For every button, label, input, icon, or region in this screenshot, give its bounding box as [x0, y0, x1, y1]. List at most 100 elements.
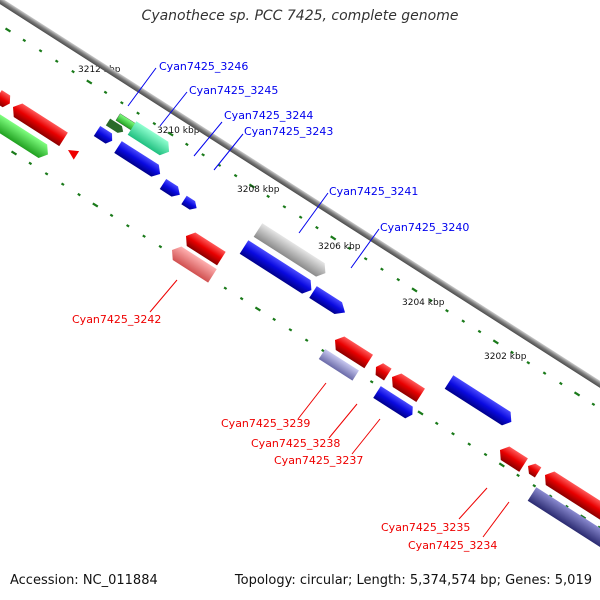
gene-arrow-left-c[interactable] [65, 146, 80, 160]
scale-tick [498, 462, 505, 468]
kbp-label-3202: 3202 kbp [484, 352, 527, 362]
gene-arrow-3239[interactable] [331, 333, 374, 369]
scale-tick [363, 257, 368, 261]
scale-tick [126, 224, 130, 228]
gene-arrow-3234[interactable] [541, 468, 600, 525]
scale-tick [330, 235, 337, 241]
gene-arrow-3240[interactable] [239, 240, 316, 297]
scale-tick [315, 225, 319, 230]
scale-tick [304, 338, 309, 342]
leader-lines-reverse [149, 279, 510, 538]
gene-arrow-3234-navy[interactable] [527, 487, 600, 550]
scale-tick [71, 69, 75, 74]
gene-label-3241[interactable]: Cyan7425_3241 [329, 185, 418, 198]
scale-tick [109, 213, 114, 218]
gene-arrow-3245[interactable] [127, 121, 174, 158]
scale-tick [92, 202, 99, 208]
gene-label-3238[interactable]: Cyan7425_3238 [251, 437, 340, 450]
scale-tick [526, 360, 531, 365]
gene-label-3246[interactable]: Cyan7425_3246 [159, 60, 248, 73]
scale-tick [417, 410, 424, 416]
scale-tick [477, 329, 482, 334]
scale-tick [44, 172, 49, 176]
scale-tick [445, 308, 449, 313]
gene-arrow-3242-b[interactable] [168, 243, 217, 283]
scale-tick [396, 277, 401, 282]
scale-tick [451, 431, 455, 436]
gene-arrow-3241[interactable] [253, 223, 330, 280]
scale-tick [347, 246, 352, 251]
scale-tick [597, 525, 600, 530]
scale-tick [54, 59, 59, 63]
gene-arrow-3235-b[interactable] [525, 461, 542, 478]
accession-text: Accession: NC_011884 [10, 573, 158, 588]
scale-tick [411, 287, 418, 293]
scale-tick [591, 402, 596, 407]
gene-arrow-3240-b[interactable] [309, 286, 349, 318]
scale-tick [185, 142, 189, 147]
scale-tick [298, 215, 303, 219]
gene-arrow-3244-small[interactable] [105, 118, 125, 135]
gene-arrow-3238[interactable] [388, 370, 425, 403]
scale-tick [321, 348, 325, 353]
kbp-label-3208: 3208 kbp [237, 185, 280, 195]
scale-tick [136, 111, 140, 115]
scale-tick [103, 90, 108, 95]
scale-tick [565, 504, 569, 509]
scale-tick [510, 350, 514, 355]
gene-arrow-left-a[interactable] [0, 90, 14, 109]
gene-label-3235[interactable]: Cyan7425_3235 [381, 521, 470, 534]
scale-tick [201, 153, 205, 157]
gene-arrow-3242[interactable] [182, 229, 226, 266]
gene-arrow-3238-small[interactable] [372, 361, 392, 381]
scale-tick [223, 286, 228, 290]
gene-arrow-3243[interactable] [114, 141, 164, 180]
scale-tick [158, 244, 163, 249]
scale-tick [22, 38, 27, 43]
gene-arrow-left-green[interactable] [0, 113, 52, 161]
genome-summary-text: Topology: circular; Length: 5,374,574 bp… [234, 573, 592, 588]
gene-label-3242[interactable]: Cyan7425_3242 [72, 313, 161, 326]
leader-lines-forward [127, 67, 380, 269]
kbp-label-3212: 3212 kbp [78, 65, 121, 75]
scale-tick [492, 339, 499, 345]
kbp-label-3210: 3210 kbp [157, 126, 200, 136]
gene-label-3243[interactable]: Cyan7425_3243 [244, 125, 333, 138]
gene-label-3245[interactable]: Cyan7425_3245 [189, 84, 278, 97]
kbp-label-3206: 3206 kbp [318, 242, 361, 252]
gene-arrow-3237[interactable] [373, 386, 416, 420]
gene-arrow-left-b[interactable] [9, 100, 68, 147]
gene-label-3240[interactable]: Cyan7425_3240 [380, 221, 469, 234]
scale-tick-row-upper [4, 27, 596, 407]
scale-tick [559, 381, 563, 386]
scale-tick [86, 79, 93, 85]
scale-tick [428, 298, 433, 303]
gene-arrow-3241-small[interactable] [181, 195, 199, 213]
scale-tick [248, 183, 255, 189]
scale-tick [434, 421, 439, 426]
gene-label-3244[interactable]: Cyan7425_3244 [224, 109, 313, 122]
map-title: Cyanothece sp. PCC 7425, complete genome [141, 8, 459, 24]
scale-tick [288, 328, 293, 332]
scale-tick [461, 319, 466, 323]
scale-tick [120, 101, 124, 105]
scale-tick [369, 380, 374, 384]
scale-tick [77, 192, 81, 197]
scale-tick [579, 514, 587, 520]
scale-tick [266, 194, 270, 199]
gene-arrow-3236[interactable] [444, 375, 516, 428]
gene-arrow-3242-fwd[interactable] [159, 178, 183, 200]
scale-tick [233, 173, 238, 178]
scale-tick [28, 161, 33, 166]
gene-arrow-3235[interactable] [496, 443, 528, 472]
gene-label-3237[interactable]: Cyan7425_3237 [274, 454, 363, 467]
scale-tick [467, 442, 472, 446]
gene-arrow-3239-b[interactable] [318, 348, 359, 381]
gene-arrow-3243-a[interactable] [93, 125, 116, 146]
scale-tick [542, 371, 547, 375]
scale-tick [4, 27, 12, 33]
gene-label-3234[interactable]: Cyan7425_3234 [408, 539, 497, 552]
scale-tick-row-lower [10, 150, 600, 530]
kbp-label-3204: 3204 kbp [402, 298, 445, 308]
gene-label-3239[interactable]: Cyan7425_3239 [221, 417, 310, 430]
